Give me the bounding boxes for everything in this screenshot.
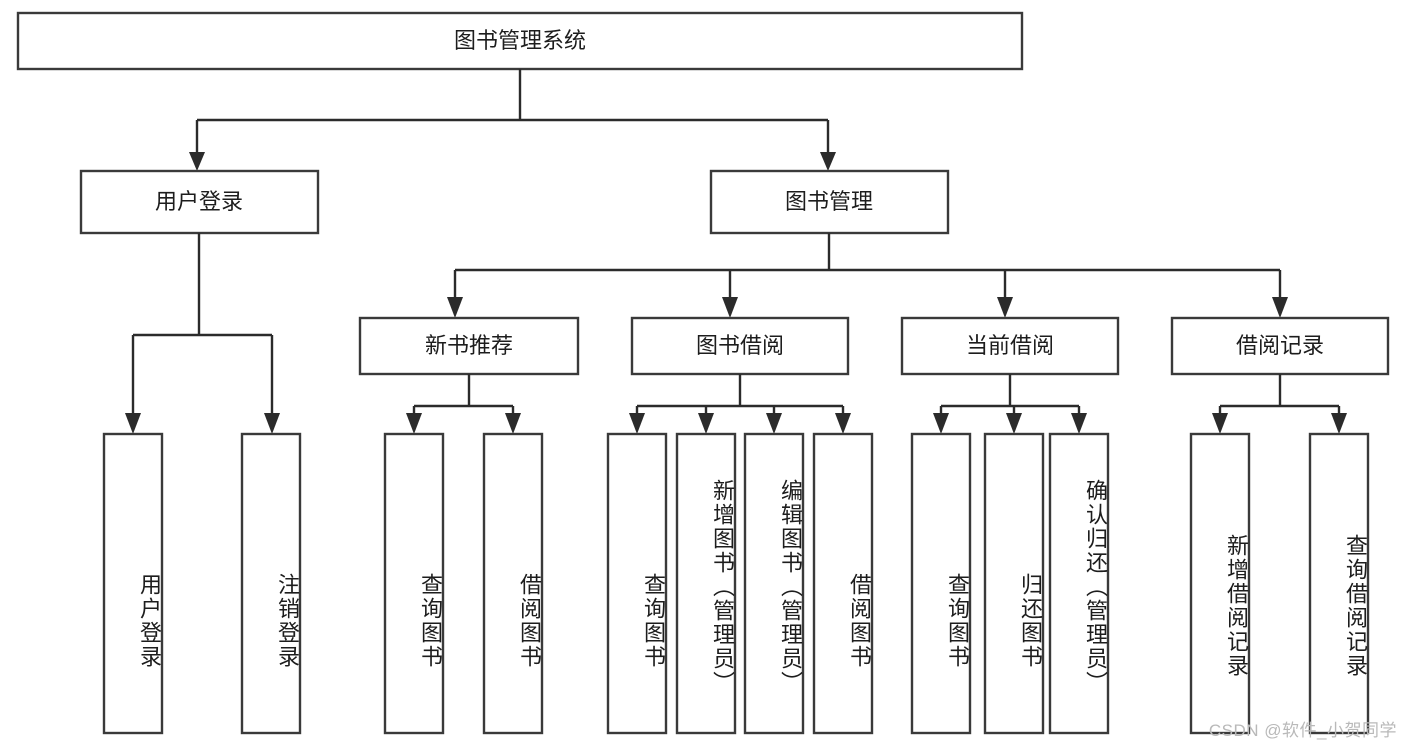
node-current-borrow-label: 当前借阅 (966, 333, 1054, 358)
node-user-login-label: 用户登录 (155, 189, 243, 214)
leaf-box-confirm-return[interactable] (1048, 432, 1110, 735)
leaf-box-query-borrow-record[interactable] (1308, 432, 1370, 735)
node-borrow-record[interactable]: 借阅记录 (1170, 316, 1390, 376)
arrow-leaf-query-book-current (933, 413, 949, 434)
node-book-management-box[interactable] (709, 169, 950, 235)
connector-current-borrow-to-leaves (933, 374, 1087, 434)
node-current-borrow[interactable]: 当前借阅 (900, 316, 1120, 376)
leaf-box-edit-book[interactable] (743, 432, 805, 735)
node-borrow-record-box[interactable] (1170, 316, 1390, 376)
arrow-leaf-add-borrow-record (1212, 413, 1228, 434)
arrow-borrow-record (1272, 297, 1288, 318)
node-borrow-record-label: 借阅记录 (1236, 333, 1324, 358)
arrow-leaf-confirm-return (1071, 413, 1087, 434)
connector-book-management-to-level2 (447, 233, 1288, 318)
node-book-management-label: 图书管理 (785, 189, 873, 214)
arrow-leaf-logout (264, 413, 280, 434)
arrow-leaf-query-book-borrow (629, 413, 645, 434)
arrow-current-borrow (997, 297, 1013, 318)
node-book-borrow-label: 图书借阅 (696, 333, 784, 358)
arrow-leaf-query-borrow-record (1331, 413, 1347, 434)
node-book-borrow[interactable]: 图书借阅 (630, 316, 850, 376)
arrow-leaf-borrow-book (835, 413, 851, 434)
leaf-box-query-book-current[interactable] (910, 432, 972, 735)
node-new-book-recommend[interactable]: 新书推荐 (358, 316, 580, 376)
node-current-borrow-box[interactable] (900, 316, 1120, 376)
node-root[interactable]: 图书管理系统 (16, 11, 1024, 71)
arrow-user-login (189, 152, 205, 171)
arrow-leaf-return-book (1006, 413, 1022, 434)
connector-book-borrow-to-leaves (629, 374, 851, 434)
node-root-label: 图书管理系统 (454, 28, 586, 53)
leaf-box-return-book[interactable] (983, 432, 1045, 735)
node-book-management[interactable]: 图书管理 (709, 169, 950, 235)
arrow-leaf-borrow-book-recommend (505, 413, 521, 434)
node-user-login[interactable]: 用户登录 (79, 169, 320, 235)
arrow-book-borrow (722, 297, 738, 318)
arrow-leaf-user-login (125, 413, 141, 434)
leaf-box-add-borrow-record[interactable] (1189, 432, 1251, 735)
arrow-new-book-recommend (447, 297, 463, 318)
arrow-leaf-add-book (698, 413, 714, 434)
node-new-book-recommend-box[interactable] (358, 316, 580, 376)
leaf-box-query-book-borrow[interactable] (606, 432, 668, 735)
node-book-borrow-box[interactable] (630, 316, 850, 376)
leaf-box-query-book-recommend[interactable] (383, 432, 445, 735)
connector-user-login-to-leaves (125, 233, 280, 434)
node-new-book-recommend-label: 新书推荐 (425, 333, 513, 358)
leaf-box-user-login[interactable] (102, 432, 164, 735)
connector-root-to-level1 (189, 69, 836, 171)
leaf-box-logout[interactable] (240, 432, 302, 735)
leaf-box-borrow-book[interactable] (812, 432, 874, 735)
csdn-watermark: CSDN @软件_小贺同学 (1208, 721, 1397, 740)
arrow-book-management (820, 152, 836, 171)
leaf-box-add-book[interactable] (675, 432, 737, 735)
connector-new-book-recommend-to-leaves (406, 374, 521, 434)
leaf-box-borrow-book-recommend[interactable] (482, 432, 544, 735)
arrow-leaf-edit-book (766, 413, 782, 434)
node-root-box[interactable] (16, 11, 1024, 71)
connector-borrow-record-to-leaves (1212, 374, 1347, 434)
arrow-leaf-query-book-recommend (406, 413, 422, 434)
